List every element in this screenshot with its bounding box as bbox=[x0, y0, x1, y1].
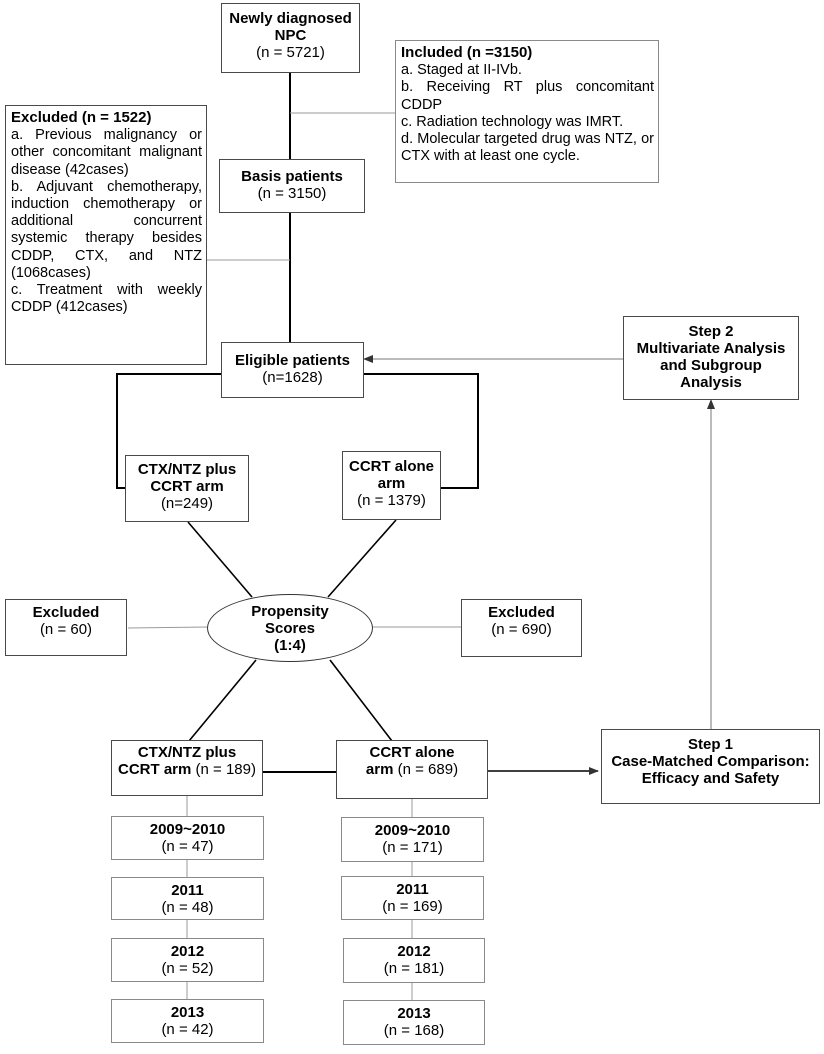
excluded-heading: Excluded (n = 1522) bbox=[11, 109, 152, 126]
ccrt-year-label: 2013 bbox=[397, 1005, 431, 1022]
step2-line4: Analysis bbox=[680, 374, 742, 391]
newly-diagnosed-count: (n = 5721) bbox=[256, 44, 325, 61]
propensity-scores-ellipse: Propensity Scores (1:4) bbox=[207, 594, 373, 662]
ccrt-arm-post-line1: CCRT alone bbox=[369, 744, 455, 761]
ctx-year-box: 2009~2010 (n = 47) bbox=[111, 816, 264, 860]
basis-patients-count: (n = 3150) bbox=[257, 185, 327, 202]
ccrt-year-count: (n = 181) bbox=[383, 960, 445, 977]
ctx-arm-pre-line1: CTX/NTZ plus bbox=[137, 461, 237, 478]
step1-line2: Case-Matched Comparison: bbox=[611, 753, 810, 770]
included-item: a. Staged at II-IVb. bbox=[401, 62, 522, 79]
ctx-year-count: (n = 52) bbox=[161, 960, 214, 977]
ccrt-arm-pre-line2: arm bbox=[377, 475, 406, 492]
ccrt-arm-pre-line1: CCRT alone bbox=[348, 458, 434, 475]
ccrt-year-box: 2009~2010 (n = 171) bbox=[341, 817, 484, 862]
ctx-year-box: 2013 (n = 42) bbox=[111, 999, 264, 1043]
ctx-year-box: 2012 (n = 52) bbox=[111, 938, 264, 982]
excluded-right-title: Excluded bbox=[488, 604, 555, 621]
excluded-left-link bbox=[127, 626, 209, 629]
propensity-to-ctx bbox=[188, 659, 257, 742]
ccrt-year-count: (n = 169) bbox=[382, 898, 443, 915]
basis-patients-box: Basis patients (n = 3150) bbox=[219, 159, 365, 213]
excluded-right-count: (n = 690) bbox=[491, 621, 552, 638]
excluded-right-box: Excluded (n = 690) bbox=[461, 599, 582, 657]
ctx-arm-pre-box: CTX/NTZ plus CCRT arm (n=249) bbox=[125, 455, 249, 522]
newly-diagnosed-box: Newly diagnosed NPC (n = 5721) bbox=[221, 3, 360, 73]
ccrt-year-box: 2013 (n = 168) bbox=[343, 1000, 485, 1045]
step1-line1: Step 1 bbox=[687, 736, 733, 753]
ccrt-year-box: 2012 (n = 181) bbox=[343, 938, 485, 983]
ctx-arm-post-line2: CCRT arm (n = 189) bbox=[118, 761, 256, 778]
excluded-left-box: Excluded (n = 60) bbox=[5, 599, 127, 656]
ctx-arm-post-line1: CTX/NTZ plus bbox=[137, 744, 237, 761]
propensity-to-ccrt bbox=[329, 659, 393, 742]
ctx-year-label: 2011 bbox=[171, 882, 204, 899]
eligible-patients-title: Eligible patients bbox=[234, 352, 351, 369]
ctx-arm-pre-line2: CCRT arm bbox=[150, 478, 224, 495]
ctx-arm-pre-count: (n=249) bbox=[160, 495, 214, 512]
excluded-left-title: Excluded bbox=[32, 604, 100, 621]
included-heading: Included (n =3150) bbox=[401, 44, 533, 61]
eligible-patients-box: Eligible patients (n=1628) bbox=[221, 342, 364, 398]
included-item: c. Radiation technology was IMRT. bbox=[401, 113, 624, 130]
included-item: b. Receiving RT plus concomitant CDDP bbox=[401, 79, 654, 113]
step2-line3: and Subgroup bbox=[660, 357, 762, 374]
ccrt-arm-post-box: CCRT alone arm (n = 689) bbox=[336, 740, 488, 799]
ccrt-year-count: (n = 171) bbox=[382, 839, 443, 856]
step1-line3: Efficacy and Safety bbox=[641, 770, 780, 787]
ctx-to-propensity bbox=[187, 521, 253, 598]
step2-box: Step 2 Multivariate Analysis and Subgrou… bbox=[623, 316, 799, 400]
included-item: d. Molecular targeted drug was NTZ, or C… bbox=[401, 131, 654, 165]
ccrt-arm-post-line2: arm (n = 689) bbox=[365, 761, 459, 778]
ctx-year-label: 2012 bbox=[170, 943, 205, 960]
propensity-line1: Propensity bbox=[251, 603, 329, 620]
step1-box: Step 1 Case-Matched Comparison: Efficacy… bbox=[601, 729, 820, 804]
ctx-year-box: 2011 (n = 48) bbox=[111, 877, 264, 920]
step2-line2: Multivariate Analysis bbox=[636, 340, 786, 357]
ctx-year-count: (n = 47) bbox=[161, 838, 214, 855]
newly-diagnosed-title: Newly diagnosed bbox=[229, 10, 352, 27]
ctx-arm-post-box: CTX/NTZ plus CCRT arm (n = 189) bbox=[111, 740, 263, 796]
split-right bbox=[358, 373, 479, 489]
ctx-year-count: (n = 42) bbox=[161, 1021, 214, 1038]
ctx-year-label: 2009~2010 bbox=[149, 821, 226, 838]
ccrt-arm-pre-count: (n = 1379) bbox=[357, 492, 426, 509]
ctx-year-count: (n = 48) bbox=[161, 899, 214, 916]
split-left bbox=[116, 373, 222, 489]
step2-line1: Step 2 bbox=[688, 323, 734, 340]
excluded-item: b. Adjuvant chemotherapy, induction chem… bbox=[11, 178, 202, 281]
ccrt-year-box: 2011 (n = 169) bbox=[341, 876, 484, 920]
ccrt-year-label: 2009~2010 bbox=[374, 822, 451, 839]
excluded-item: c. Treatment with weekly CDDP (412cases) bbox=[11, 282, 202, 316]
newly-diagnosed-title-2: NPC bbox=[274, 27, 307, 44]
excluded-criteria-box: Excluded (n = 1522) a. Previous malignan… bbox=[5, 105, 207, 365]
ccrt-arm-pre-box: CCRT alone arm (n = 1379) bbox=[342, 451, 441, 520]
propensity-line2: Scores bbox=[264, 620, 316, 637]
ccrt-year-count: (n = 168) bbox=[383, 1022, 445, 1039]
ccrt-year-label: 2012 bbox=[397, 943, 431, 960]
included-criteria-box: Included (n =3150) a. Staged at II-IVb. … bbox=[395, 40, 659, 183]
ctx-year-label: 2013 bbox=[170, 1004, 205, 1021]
propensity-line3: (1:4) bbox=[274, 637, 306, 654]
ccrt-year-label: 2011 bbox=[396, 881, 429, 898]
excluded-item: a. Previous malignancy or other concomit… bbox=[11, 127, 202, 178]
ccrt-to-propensity bbox=[327, 519, 397, 598]
eligible-patients-count: (n=1628) bbox=[262, 369, 323, 386]
basis-patients-title: Basis patients bbox=[241, 168, 343, 185]
excluded-left-count: (n = 60) bbox=[39, 621, 93, 638]
